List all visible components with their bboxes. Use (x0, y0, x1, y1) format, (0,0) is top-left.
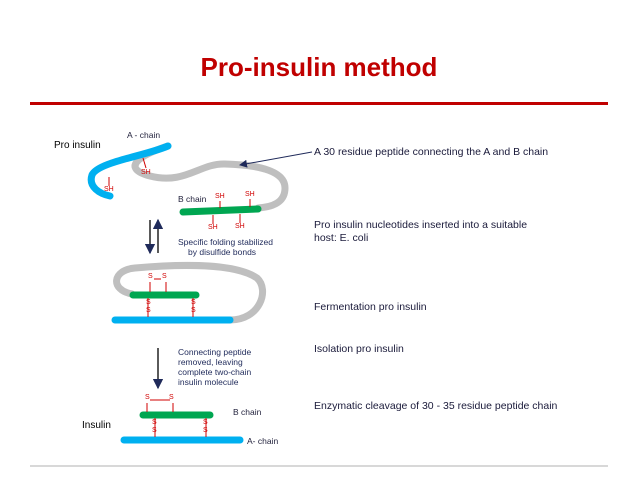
sh-label-a1: SH (141, 169, 151, 176)
sh-label-b2-up: SH (245, 191, 255, 198)
sh-tick-a1 (142, 157, 147, 169)
s-label-bottom-3: S (152, 419, 157, 426)
connecting-note-line4: insulin molecule (178, 377, 239, 387)
s-label-middle-6: S (191, 307, 196, 314)
step-isolation: Isolation pro insulin (314, 343, 404, 355)
connecting-peptide-chain-top (131, 142, 289, 212)
label-pro-insulin: Pro insulin (54, 140, 101, 151)
connecting-note-line3: complete two-chain (178, 367, 252, 377)
label-insulin: Insulin (82, 420, 111, 431)
s-label-bottom-2: S (169, 394, 174, 401)
s-label-middle-1: S (148, 273, 153, 280)
s-label-middle-5: S (191, 299, 196, 306)
s-label-bottom-6: S (203, 427, 208, 434)
step-fermentation: Fermentation pro insulin (314, 301, 427, 313)
folding-note: Specific folding stabilized by disulfide… (178, 237, 273, 257)
folding-note-line2: by disulfide bonds (188, 247, 257, 257)
label-b-chain-bottom: B chain (233, 407, 262, 417)
s-label-bottom-1: S (145, 394, 150, 401)
b-chain-top (179, 205, 262, 216)
connecting-note: Connecting peptide removed, leaving comp… (178, 347, 251, 387)
label-a-chain-bottom: A- chain (247, 436, 279, 446)
label-a-chain-top: A - chain (127, 130, 161, 140)
sh-label-b1-up: SH (215, 193, 225, 200)
title-underline (30, 102, 608, 105)
page-title: Pro-insulin method (200, 52, 438, 82)
connecting-note-line1: Connecting peptide (178, 347, 252, 357)
step-cleavage: Enzymatic cleavage of 30 - 35 residue pe… (314, 400, 558, 412)
s-label-bottom-4: S (152, 427, 157, 434)
footer-rule (30, 465, 608, 467)
step-nucleotides: Pro insulin nucleotides inserted into a … (314, 219, 527, 245)
s-label-middle-3: S (146, 299, 151, 306)
sh-label-b1-down: SH (208, 224, 218, 231)
connecting-note-line2: removed, leaving (178, 357, 243, 367)
pointer-arrow (239, 151, 313, 168)
folding-note-line1: Specific folding stabilized (178, 237, 273, 247)
sh-label-b2-down: SH (235, 223, 245, 230)
connecting-peptide-chain-middle (113, 261, 266, 324)
step-nucleotides-line1: Pro insulin nucleotides inserted into a … (314, 219, 528, 231)
step-nucleotides-line2: host: E. coli (314, 232, 369, 244)
step-connecting-peptide: A 30 residue peptide connecting the A an… (314, 146, 549, 158)
s-label-middle-4: S (146, 307, 151, 314)
sh-label-a2: SH (104, 186, 114, 193)
s-label-middle-2: S (162, 273, 167, 280)
label-b-chain-top: B chain (178, 194, 207, 204)
a-chain-top (87, 142, 172, 200)
s-label-bottom-5: S (203, 419, 208, 426)
